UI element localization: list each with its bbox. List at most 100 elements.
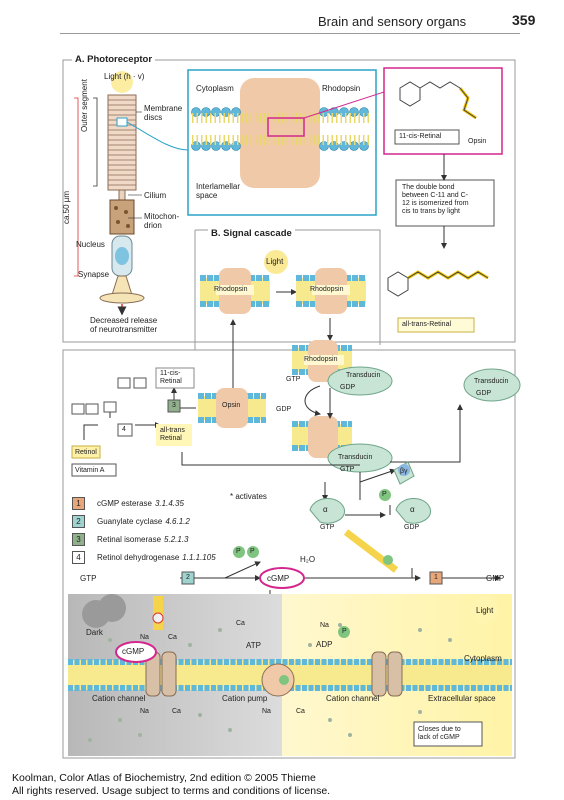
cation-channel-light-label: Cation channel <box>326 694 380 703</box>
header-rule <box>60 33 520 34</box>
adp-label: ADP <box>316 640 333 649</box>
copyright-line-2: All rights reserved. Usage subject to te… <box>12 785 331 797</box>
light-label: Light (h · v) <box>104 72 145 81</box>
nucleus-label: Nucleus <box>76 240 105 249</box>
cgmp-center-label: cGMP <box>267 574 290 583</box>
section-a-title: A. Photoreceptor <box>72 54 156 65</box>
vitamin-a-label: Vitamin A <box>75 467 105 474</box>
light-cell-label: Light <box>476 606 494 615</box>
section-a-frame <box>62 59 516 343</box>
cilium-label: Cilium <box>144 191 167 200</box>
step-1-number: 1 <box>434 574 438 581</box>
legend-name: Retinol dehydrogenase <box>97 552 180 562</box>
phosphate-1: P <box>382 491 387 498</box>
gtp-cyclase-label: GTP <box>80 574 97 583</box>
na-out-label-2: Na <box>262 708 271 715</box>
light-label-b: Light <box>266 257 284 266</box>
legend-ec: 4.6.1.2 <box>165 516 190 526</box>
step-2-number: 2 <box>186 574 190 581</box>
cation-pump-label: Cation pump <box>222 694 268 703</box>
step-1-box <box>429 571 443 585</box>
mitochondrion-label: Mitochon-drion <box>144 212 180 230</box>
isomerization-note-box <box>395 179 495 227</box>
opsin-b-label: Opsin <box>222 402 241 409</box>
cis-retinal-panel <box>383 67 503 155</box>
legend-item-3: 3 Retinal isomerase 5.2.1.3 <box>72 530 216 548</box>
legend-number: 4 <box>72 550 85 564</box>
rhodopsin-active-label: Rhodopsin <box>310 286 344 293</box>
legend-ec: 1.1.1.105 <box>182 552 216 562</box>
enzyme-legend: 1 cGMP esterase 3.1.4.35 2 Guanylate cyc… <box>72 494 216 566</box>
cis-retinal-b-label: 11-cis-Retinal <box>160 370 182 385</box>
size-label: ca.50 µm <box>62 190 71 224</box>
ca-out-label-2: Ca <box>296 708 305 715</box>
copyright-line-1: Koolman, Color Atlas of Biochemistry, 2n… <box>12 772 316 784</box>
alpha-gdp-label: GDP <box>404 524 420 531</box>
chapter-title: Brain and sensory organs <box>318 14 467 29</box>
atp-label: ATP <box>246 641 261 650</box>
transducin-free-label: Transducin <box>474 378 509 385</box>
step-2-box <box>181 571 195 585</box>
activates-note: * activates <box>230 492 267 501</box>
cytoplasm-label: Cytoplasm <box>196 84 234 93</box>
beta-gamma-label: βγ <box>400 468 408 475</box>
rhodopsin-inactive-label: Rhodopsin <box>214 286 248 293</box>
step-3-number: 3 <box>172 402 176 409</box>
opsin-label: Opsin <box>468 138 487 145</box>
gtp-label: GTP <box>286 376 301 383</box>
legend-number: 1 <box>72 496 85 510</box>
water-label: H₂O <box>300 555 316 564</box>
legend-item-2: 2 Guanylate cyclase 4.6.1.2 <box>72 512 216 530</box>
page-number: 359 <box>512 12 536 28</box>
synapse-label: Synapse <box>78 270 110 279</box>
legend-number: 2 <box>72 514 85 528</box>
dark-label: Dark <box>86 628 103 637</box>
transducin-label: Transducin <box>346 372 381 379</box>
legend-ec: 3.1.4.35 <box>154 498 184 508</box>
section-b-title: B. Signal cascade <box>208 228 295 239</box>
legend-item-4: 4 Retinol dehydrogenase 1.1.1.105 <box>72 548 216 566</box>
disc-membrane-panel <box>187 69 385 216</box>
alpha-gdp-symbol: α <box>410 505 415 514</box>
ca-out-label: Ca <box>172 708 181 715</box>
legend-name: Retinal isomerase <box>97 534 162 544</box>
cis-retinal-label: 11-cis-Retinal <box>399 133 442 140</box>
rhodopsin-active-label-2: Rhodopsin <box>304 356 338 363</box>
na-in-label: Na <box>140 634 149 641</box>
outer-segment-label: Outer segment <box>80 79 89 132</box>
legend-name: Guanylate cyclase <box>97 516 163 526</box>
ca-in-label-2: Ca <box>236 620 245 627</box>
legend-item-1: 1 cGMP esterase 3.1.4.35 <box>72 494 216 512</box>
alpha-gdp-shape <box>395 498 432 524</box>
gmp-label: GMP <box>486 574 505 583</box>
alpha-gtp-symbol: α <box>323 505 328 514</box>
alpha-gtp-label: GTP <box>320 524 335 531</box>
phosphate-2: P <box>236 548 241 555</box>
rhodopsin-label: Rhodopsin <box>322 84 361 93</box>
na-in-label-2: Na <box>320 622 329 629</box>
phosphate-3: P <box>250 548 255 555</box>
extracellular-label: Extracellular space <box>428 694 496 703</box>
phosphate-4: P <box>342 628 347 635</box>
photoreceptor-cell <box>74 71 189 316</box>
transducin-free-gdp-label: GDP <box>476 390 492 397</box>
transducin-active-label: Transducin <box>338 454 373 461</box>
section-b-frame <box>62 349 516 759</box>
na-out-label: Na <box>140 708 149 715</box>
alpha-gtp-shape <box>309 498 346 524</box>
ca-in-label: Ca <box>168 634 177 641</box>
legend-name: cGMP esterase <box>97 498 152 508</box>
cgmp-channel-label: cGMP <box>122 647 145 656</box>
rhodopsin-membranes <box>198 250 521 473</box>
step-4-box <box>117 423 133 437</box>
step-3-box <box>167 399 181 413</box>
legend-number: 3 <box>72 532 85 546</box>
step-4-number: 4 <box>122 426 126 433</box>
trans-retinal-label: all-trans-Retinal <box>402 321 452 328</box>
